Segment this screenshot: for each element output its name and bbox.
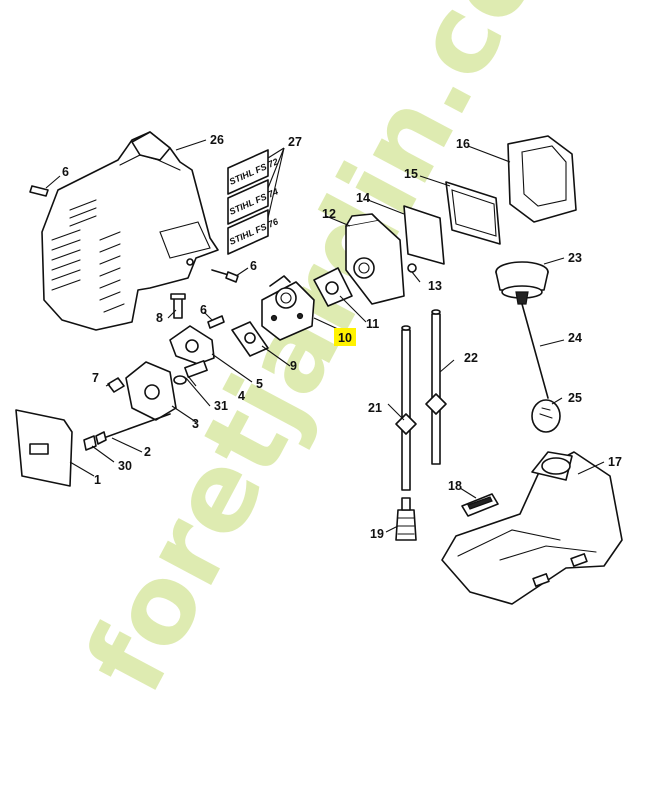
label-13: 13	[428, 279, 442, 293]
filter-gasket-14	[403, 205, 445, 265]
label-30: 30	[118, 459, 132, 473]
label-14: 14	[356, 191, 370, 205]
label-17: 17	[608, 455, 622, 469]
air-filter-base	[345, 213, 405, 305]
label-7: 7	[92, 371, 99, 385]
label-12: 12	[322, 207, 336, 221]
screw-6-top	[29, 185, 49, 197]
part-labels: 1 2 3 4 5 6 6 6 7 8 9 10 11 12 13 14 15 …	[62, 133, 622, 541]
label-8: 8	[156, 311, 163, 325]
watermark: foretjardin.com	[63, 0, 617, 712]
label-22: 22	[464, 351, 478, 365]
label-6b: 6	[250, 259, 257, 273]
air-filter-15	[445, 181, 501, 245]
gasket-9	[231, 321, 269, 357]
nut-7	[107, 377, 125, 393]
cap-retainer	[531, 399, 561, 433]
label-21: 21	[368, 401, 382, 415]
label-10: 10	[338, 331, 352, 345]
intake-manifold	[169, 325, 215, 365]
label-9: 9	[290, 359, 297, 373]
carburetor	[261, 275, 315, 341]
bolt-2	[95, 413, 171, 445]
washer-31	[173, 360, 208, 385]
fuel-line-21	[395, 325, 417, 491]
label-2: 2	[144, 445, 151, 459]
engine-shroud	[41, 131, 219, 331]
label-6c: 6	[200, 303, 207, 317]
grommet-18	[461, 493, 499, 517]
label-1: 1	[94, 473, 101, 487]
label-11: 11	[366, 317, 379, 331]
label-18: 18	[448, 479, 462, 493]
fuel-tank	[441, 451, 623, 605]
label-23: 23	[568, 251, 582, 265]
label-19: 19	[370, 527, 384, 541]
highlight-10	[334, 328, 356, 346]
fuel-filter-19	[395, 497, 417, 541]
nut-13	[407, 263, 417, 273]
label-25: 25	[568, 391, 582, 405]
screw-6-mid	[211, 269, 239, 283]
label-16: 16	[456, 137, 470, 151]
label-15: 15	[404, 167, 418, 181]
filter-cover-16	[507, 135, 577, 223]
label-24: 24	[568, 331, 582, 345]
label-6a: 6	[62, 165, 69, 179]
label-31: 31	[214, 399, 228, 413]
gasket-11	[313, 267, 353, 307]
label-4: 4	[238, 389, 245, 403]
label-5: 5	[256, 377, 263, 391]
tank-cap	[495, 261, 549, 305]
label-27: 27	[288, 135, 302, 149]
screw-6-lower	[207, 315, 225, 329]
label-3: 3	[192, 417, 199, 431]
cap-strap	[521, 303, 549, 399]
screw-8	[170, 293, 186, 319]
fuel-line-22	[425, 309, 447, 465]
label-26: 26	[210, 133, 224, 147]
heat-shield-1	[15, 409, 73, 487]
spacer-block	[125, 361, 177, 421]
